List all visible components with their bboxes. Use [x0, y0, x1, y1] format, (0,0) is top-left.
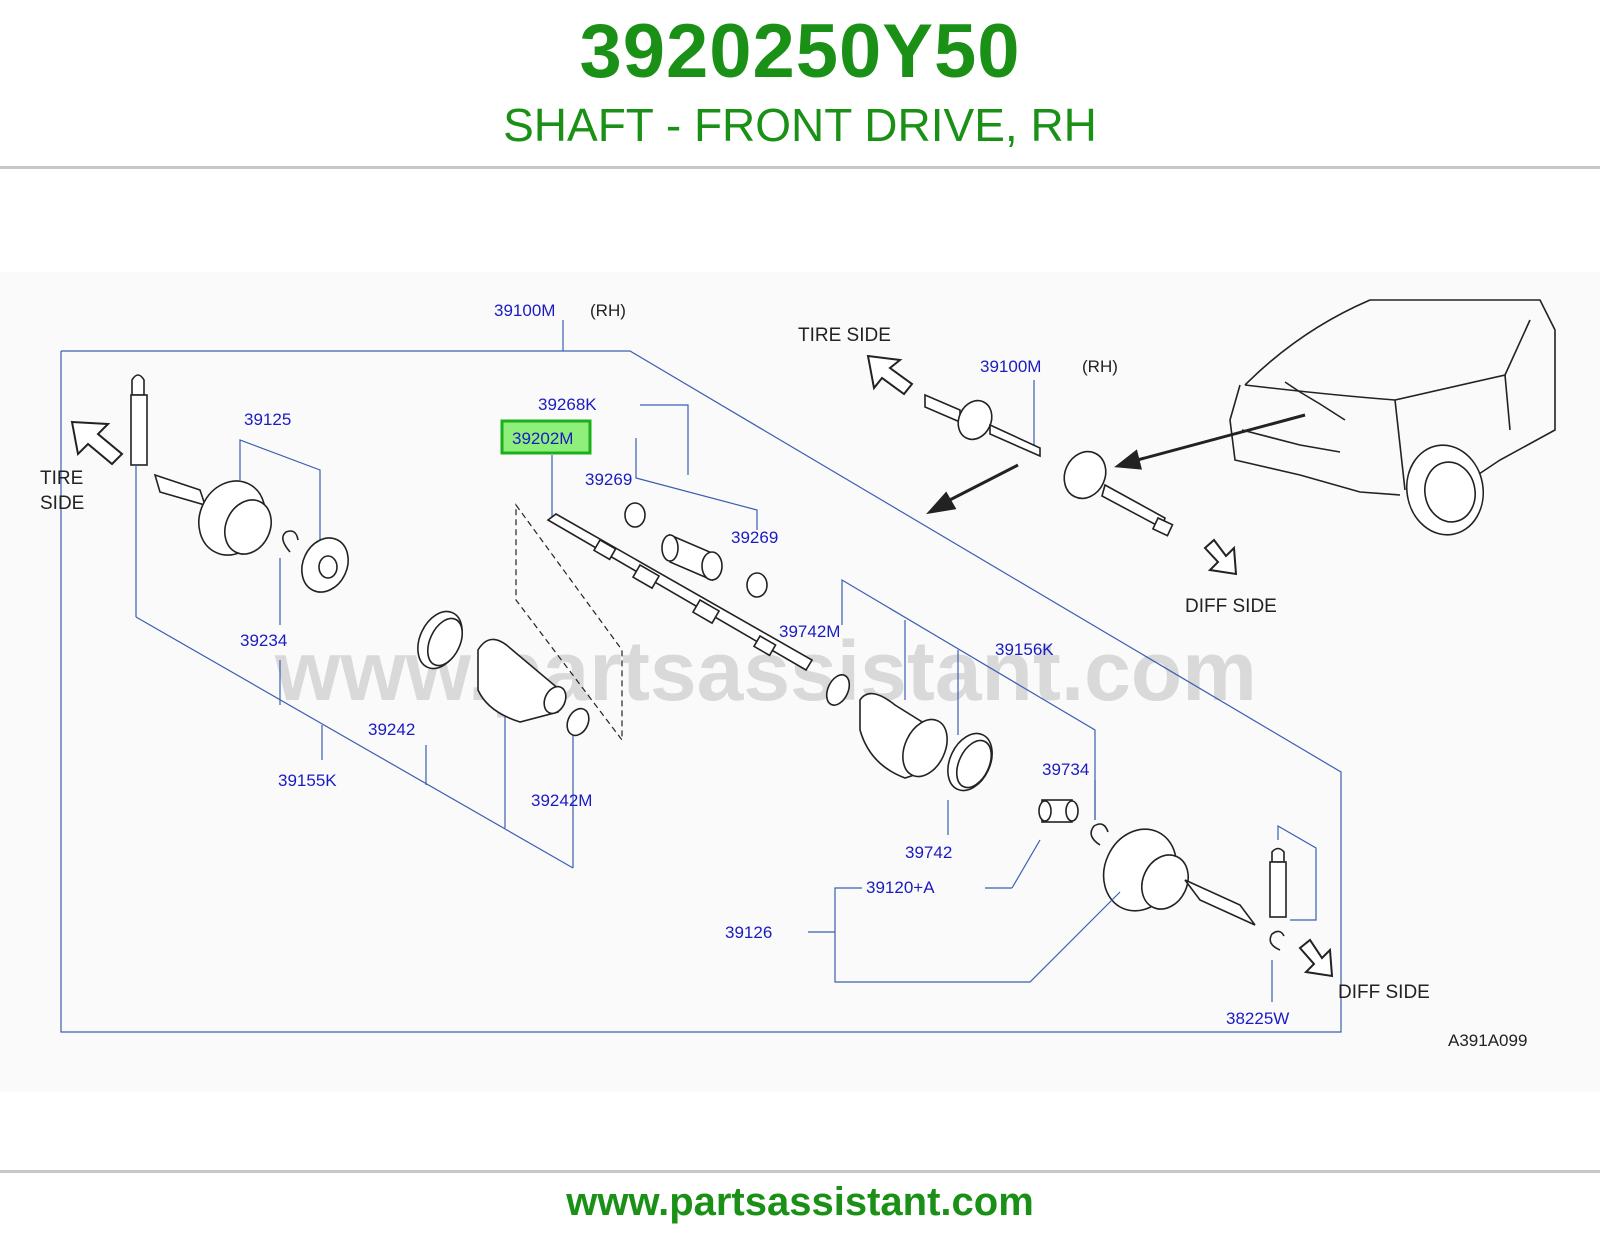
dynamic-damper-part — [661, 533, 723, 582]
tire-side-inset-arrow-icon — [866, 354, 914, 396]
highlight-box-39202M — [500, 419, 592, 455]
label-39269-a: 39269 — [585, 470, 632, 489]
label-39125: 39125 — [244, 410, 291, 429]
label-39202M-highlighted[interactable]: 39202M — [512, 429, 573, 448]
inset-pointer-arrow-a-icon — [926, 463, 1019, 515]
inner-boot-part — [859, 692, 948, 779]
inset-assembly-side: (RH) — [1082, 357, 1118, 376]
main-assembly-side: (RH) — [590, 301, 626, 320]
label-39242: 39242 — [368, 720, 415, 739]
snap-ring-39734-part — [1090, 823, 1109, 846]
vehicle-outline-illustration — [1229, 299, 1556, 536]
leader-39269-bracket — [635, 438, 758, 530]
label-39126: 39126 — [725, 923, 772, 942]
leader-39125 — [239, 439, 321, 545]
label-39242M: 39242M — [531, 791, 592, 810]
grease-tube-part — [130, 374, 148, 466]
diff-side-inset-arrow-icon — [1203, 538, 1238, 576]
label-39268K: 39268K — [538, 395, 597, 414]
inset-assembly-label: 39100M — [980, 357, 1041, 376]
drive-shaft-bar-part — [546, 513, 814, 672]
grease-tube-right-part — [1269, 847, 1287, 918]
leader-39156K-outline — [841, 578, 1096, 820]
diff-side-arrow-icon — [1298, 938, 1334, 978]
leader-39268K — [640, 404, 689, 475]
inner-band-small-part — [825, 674, 851, 706]
label-39155K: 39155K — [278, 771, 337, 790]
label-39269-b: 39269 — [731, 528, 778, 547]
boot-band-large-part — [417, 610, 464, 670]
tire-side-arrow-icon — [70, 420, 124, 466]
label-39734: 39734 — [1042, 760, 1089, 779]
footer-divider — [0, 1170, 1600, 1173]
label-39156K: 39156K — [995, 640, 1054, 659]
ball-cage-part — [301, 537, 349, 593]
leader-39120A — [834, 887, 1121, 983]
leader-39155k-a — [135, 616, 574, 869]
outer-boot-part — [477, 638, 567, 723]
page-header: 3920250Y50 SHAFT - FRONT DRIVE, RH — [0, 0, 1600, 170]
part-number-title: 3920250Y50 — [579, 9, 1021, 94]
assembly-outline — [60, 350, 1342, 1033]
label-38225W: 38225W — [1226, 1009, 1289, 1028]
label-39742: 39742 — [905, 843, 952, 862]
part-name-subtitle: SHAFT - FRONT DRIVE, RH — [503, 99, 1097, 151]
leader-spider — [1011, 839, 1041, 889]
header-divider — [0, 166, 1600, 169]
label-39742M: 39742M — [779, 622, 840, 641]
inset-pointer-arrow-b-icon — [1114, 413, 1306, 470]
diff-side-label-main: DIFF SIDE — [1338, 982, 1430, 1003]
footer-website[interactable]: www.partsassistant.com — [566, 1180, 1034, 1224]
diff-side-label-inset: DIFF SIDE — [1185, 596, 1277, 617]
inner-band-large-part — [947, 732, 993, 792]
label-39234: 39234 — [240, 631, 287, 650]
tire-side-label-1: TIRE — [40, 468, 83, 489]
damper-washer-a-part — [624, 502, 646, 528]
tire-side-label-2: SIDE — [40, 493, 84, 514]
snap-ring-39234-part — [282, 530, 299, 553]
circlip-38225W-part — [1269, 930, 1285, 951]
label-39120A: 39120+A — [866, 878, 935, 897]
parts-diagram-panel — [0, 272, 1600, 1092]
inset-drive-shaft-part — [924, 393, 1174, 537]
leader-tube-right — [1277, 824, 1317, 921]
tire-side-label-inset: TIRE SIDE — [798, 325, 891, 346]
boot-band-small-part — [566, 707, 590, 737]
inner-joint-housing-part — [1102, 828, 1256, 926]
diagram-code: A391A099 — [1448, 1031, 1527, 1050]
main-assembly-label: 39100M — [494, 301, 555, 320]
outer-cv-joint-part — [153, 473, 272, 556]
damper-washer-b-part — [746, 572, 768, 598]
spider-assembly-part — [1038, 799, 1079, 823]
